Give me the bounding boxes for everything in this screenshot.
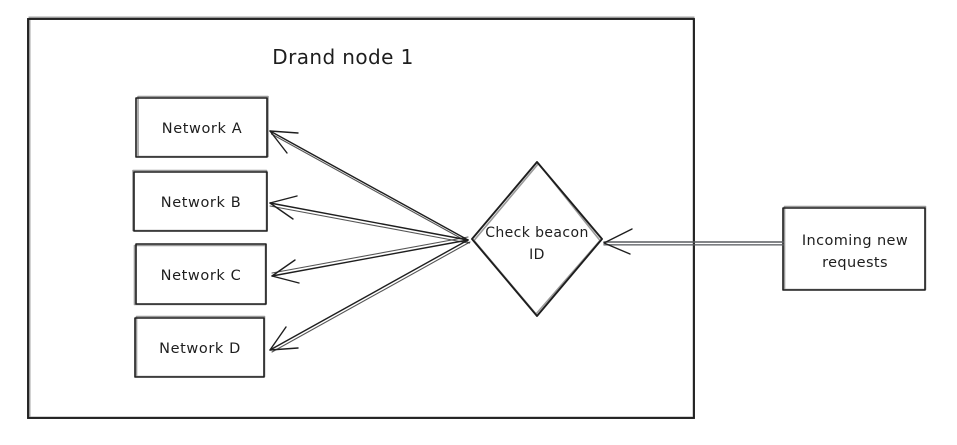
- network-d-label: Network D: [159, 341, 241, 357]
- arrowhead: [269, 326, 299, 351]
- incoming-requests-label-line1: Incoming new: [802, 233, 908, 249]
- container-title: Drand node 1: [272, 45, 413, 69]
- check-beacon-id-node: Check beacon ID: [471, 161, 603, 317]
- network-a-label: Network A: [162, 121, 242, 137]
- arrow-line: [271, 239, 469, 277]
- arrowhead: [269, 195, 298, 220]
- arrow-line: [269, 130, 469, 241]
- network-c-box: [135, 243, 267, 305]
- arrow-line: [269, 239, 469, 351]
- incoming-requests-box-sketch: [783, 205, 927, 291]
- drand-node-container: Drand node 1: [27, 16, 695, 419]
- network-a-node: Network A: [135, 95, 269, 158]
- network-b-box-sketch: [132, 169, 268, 232]
- arrowhead: [271, 259, 300, 284]
- network-c-box-sketch: [133, 244, 267, 306]
- arrow-line-sketch: [269, 205, 469, 244]
- arrow-line-sketch: [271, 236, 469, 274]
- network-d-node: Network D: [134, 315, 266, 378]
- check-beacon-label-line2: ID: [529, 247, 545, 263]
- drand-node-box: [27, 18, 695, 419]
- arrowhead: [269, 130, 299, 154]
- incoming-requests-label-line2: requests: [822, 255, 888, 271]
- network-d-box: [134, 317, 265, 378]
- incoming-requests-box: [782, 207, 926, 291]
- network-b-node: Network B: [132, 169, 268, 232]
- arrow-incoming-to-check: [603, 228, 784, 255]
- drand-node-box-sketch: [28, 16, 695, 419]
- network-d-box-sketch: [135, 315, 266, 378]
- arrow-check-to-network-a: [269, 130, 471, 244]
- network-b-label: Network B: [161, 195, 242, 211]
- arrow-check-to-network-b: [269, 195, 469, 244]
- arrow-check-to-network-d: [269, 239, 471, 353]
- arrow-line-sketch: [270, 133, 471, 244]
- network-c-label: Network C: [161, 268, 242, 284]
- network-b-box: [133, 171, 268, 232]
- check-beacon-label-line1: Check beacon: [485, 225, 589, 241]
- arrow-line-sketch: [271, 241, 471, 353]
- arrowhead: [603, 228, 633, 255]
- arrow-check-to-network-c: [271, 236, 469, 284]
- network-a-box: [135, 97, 268, 158]
- network-a-box-sketch: [137, 95, 269, 158]
- incoming-requests-node: Incoming new requests: [782, 205, 927, 291]
- network-c-node: Network C: [133, 243, 267, 306]
- check-beacon-id-diamond: [471, 161, 603, 317]
- check-beacon-id-diamond-sketch: [473, 162, 601, 315]
- arrow-line: [269, 202, 469, 241]
